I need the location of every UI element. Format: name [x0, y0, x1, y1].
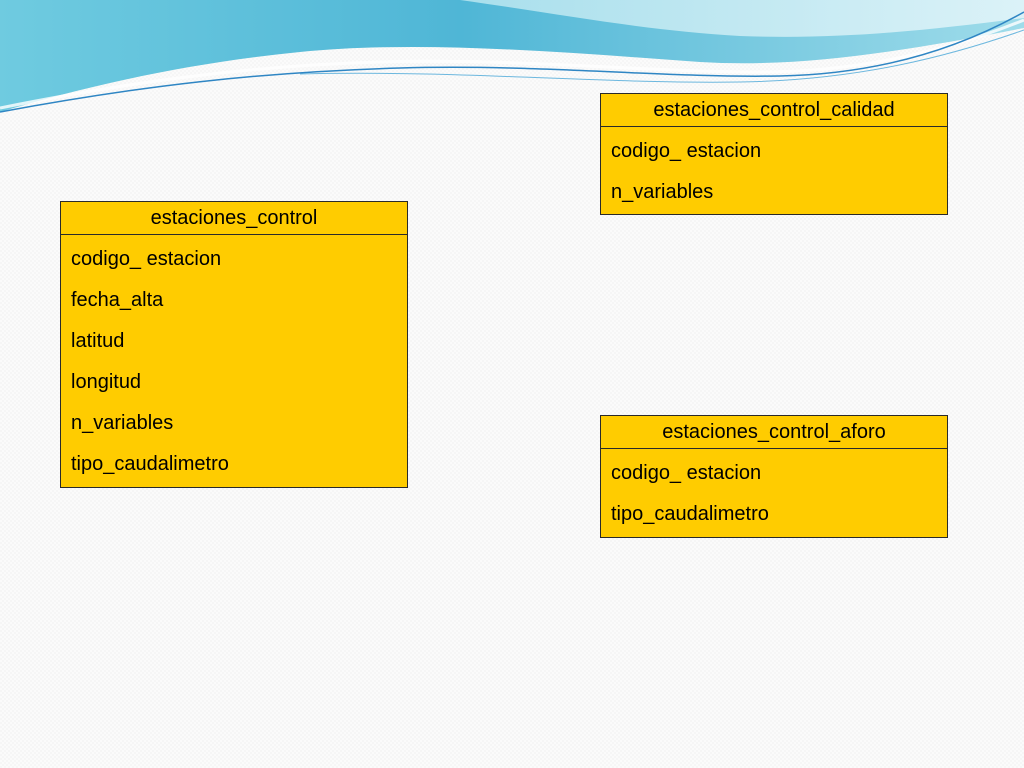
wave-band-light [460, 0, 1024, 37]
entity-field: latitud [71, 330, 125, 352]
entity-field: tipo_caudalimetro [611, 503, 769, 525]
entity-field: tipo_caudalimetro [71, 453, 229, 475]
entity-field: n_variables [611, 181, 714, 203]
wave-line-dark [0, 11, 1024, 113]
entity-field-list: codigo_ estacion fecha_alta latitud long… [61, 235, 407, 485]
entity-field-list: codigo_ estacion n_variables [601, 127, 947, 213]
wave-line-accent [299, 29, 1024, 83]
entity-field-list: codigo_ estacion tipo_caudalimetro [601, 449, 947, 535]
entity-title: estaciones_control_aforo [601, 416, 947, 449]
entity-estaciones-control-aforo: estaciones_control_aforo codigo_ estacio… [600, 415, 948, 538]
entity-field: fecha_alta [71, 289, 164, 311]
entity-estaciones-control-calidad: estaciones_control_calidad codigo_ estac… [600, 93, 948, 215]
entity-field: codigo_ estacion [611, 462, 762, 484]
wave-highlight [0, 18, 1024, 110]
entity-field: codigo_ estacion [611, 140, 762, 162]
header-wave-decoration [0, 0, 1024, 113]
entity-field: longitud [71, 371, 142, 393]
entity-field: codigo_ estacion [71, 248, 222, 270]
entity-title: estaciones_control_calidad [601, 94, 947, 127]
entity-field: n_variables [71, 412, 174, 434]
entity-title: estaciones_control [61, 202, 407, 235]
entity-estaciones-control: estaciones_control codigo_ estacion fech… [60, 201, 408, 488]
